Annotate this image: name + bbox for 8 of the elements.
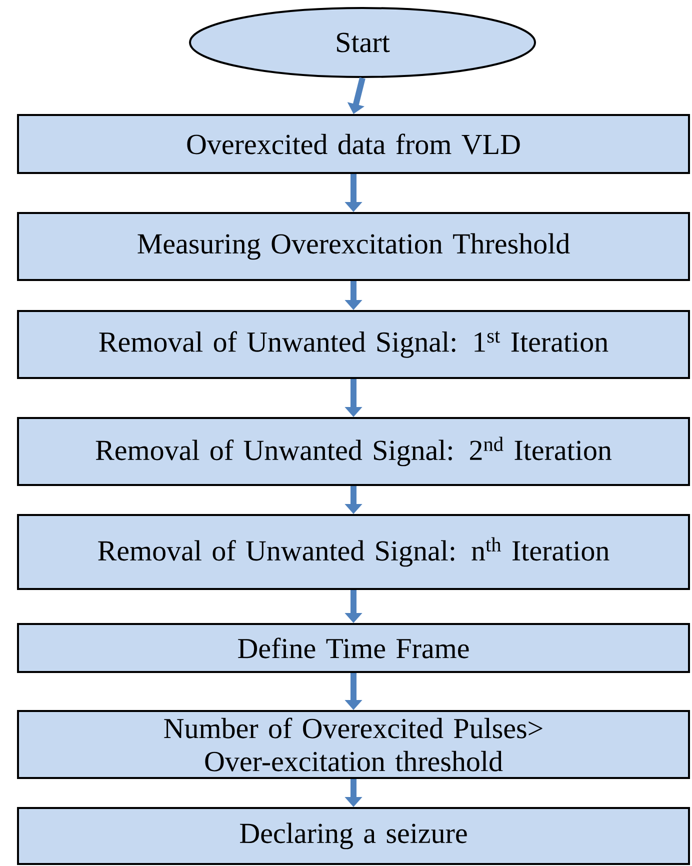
process-box: Define Time Frame <box>17 623 690 673</box>
process-box: Overexcited data from VLD <box>17 114 690 174</box>
process-box: Number of Overexcited Pulses> Over-excitation threshold <box>17 710 690 779</box>
process-box: Declaring a seizure <box>17 807 690 865</box>
process-box: Removal of Unwanted Signal: 2$^{nd}$ Iteration <box>17 417 690 486</box>
process-box: Removal of Unwanted Signal: 1$^{st}$ Iteration <box>17 310 690 379</box>
process-box: Removal of Unwanted Signal: n$^{th}$ Iteration <box>17 514 690 590</box>
process-box: Measuring Overexcitation Threshold <box>17 212 690 281</box>
